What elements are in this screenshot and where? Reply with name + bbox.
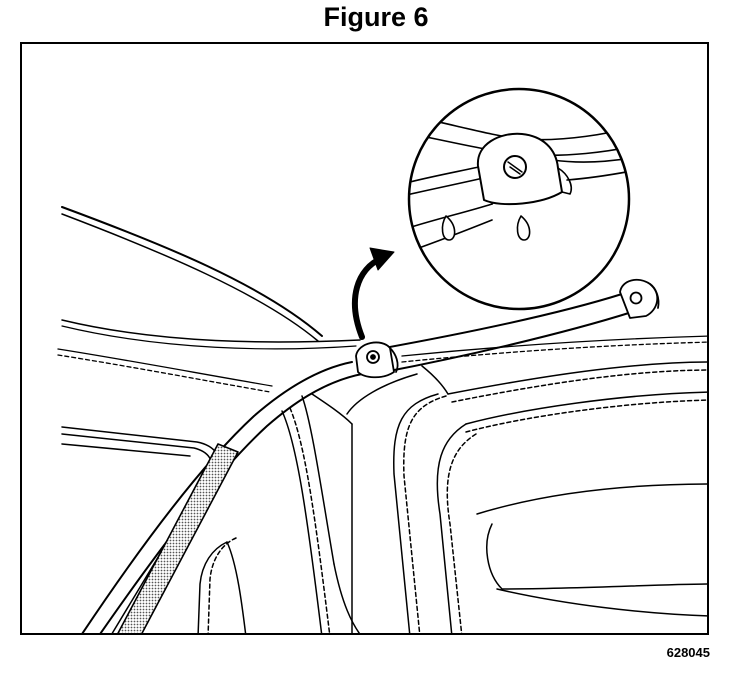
figure-code: 628045 xyxy=(666,645,710,660)
center-clip xyxy=(355,341,399,379)
bow-cover-sleeve xyxy=(117,443,239,633)
line-drawing xyxy=(57,87,707,633)
callout-arrow xyxy=(351,247,395,340)
figure-title: Figure 6 xyxy=(323,2,429,32)
cross-bow-rail xyxy=(361,293,633,373)
magnified-detail xyxy=(407,87,631,311)
right-door-opening xyxy=(393,361,707,633)
left-bow-rail xyxy=(81,361,363,633)
center-pillar xyxy=(281,365,449,633)
illustration-frame xyxy=(20,42,709,635)
right-end-clip xyxy=(619,278,660,319)
headliner-seams xyxy=(57,335,707,393)
roof-edge-lines xyxy=(61,206,361,350)
